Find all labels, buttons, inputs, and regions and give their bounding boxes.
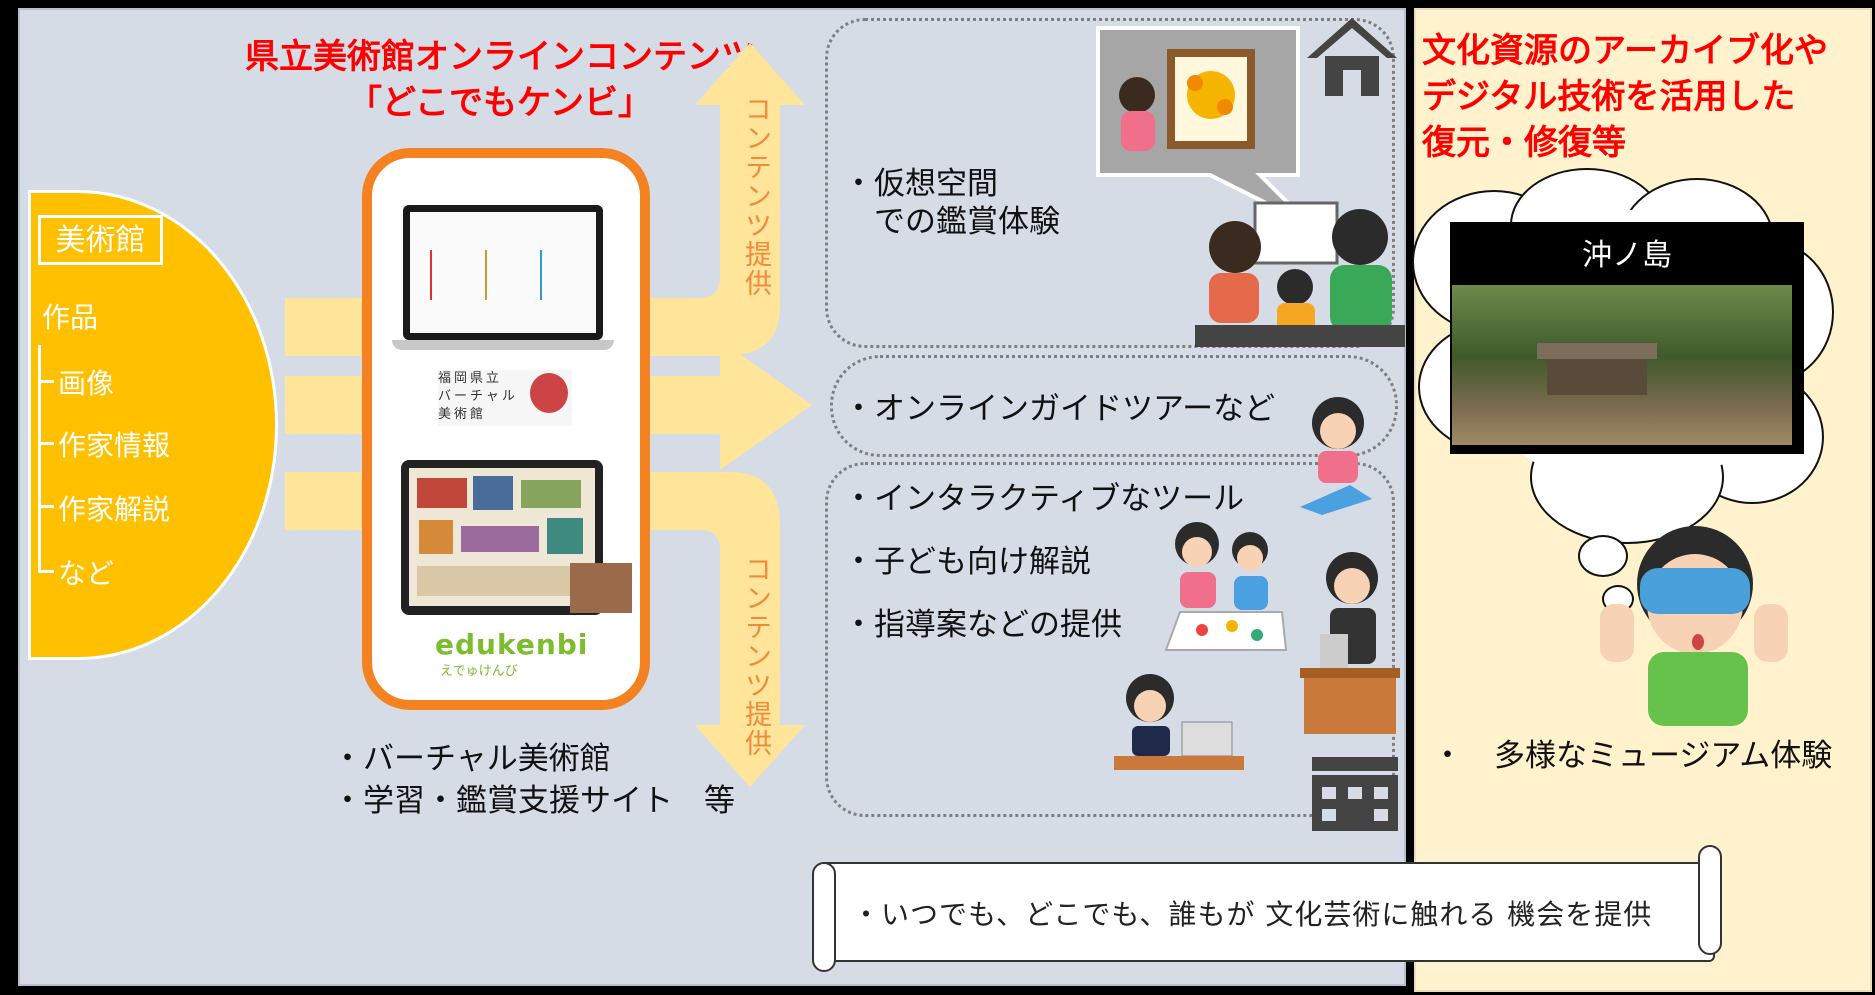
flow-arrows xyxy=(650,43,812,787)
banner-text: ・いつでも、どこでも、誰もが 文化芸術に触れる 機会を提供 xyxy=(852,898,1653,931)
logo-emblem-icon xyxy=(530,373,568,413)
flow-label-top: コンテンツ提供 xyxy=(740,95,771,298)
okinoshima-photo xyxy=(1452,285,1792,445)
home-box xyxy=(825,18,1395,348)
right-title-line2: デジタル技術を活用した xyxy=(1422,77,1796,117)
museum-item-etc: など xyxy=(58,557,115,590)
home-text-line2: での鑑賞体験 xyxy=(843,204,1060,240)
vr-headset-person-icon xyxy=(1600,526,1788,726)
tour-box xyxy=(830,355,1398,457)
museum-item-artist-info: 作家情報 xyxy=(58,429,171,462)
speech-bubble-icon xyxy=(1096,26,1312,227)
school-item-interactive-tools: ・インタラクティブなツール xyxy=(843,481,1245,517)
museum-tree-branch xyxy=(38,380,54,383)
experience-text: ・ 多様なミュージアム体験 xyxy=(1432,738,1833,774)
logo-line2: バーチャル xyxy=(438,389,518,404)
tour-text: ・オンラインガイドツアーなど xyxy=(843,391,1276,427)
photo-caption: 沖ノ島 xyxy=(1582,238,1672,273)
house-icon xyxy=(1307,18,1397,96)
laptop-base xyxy=(392,340,614,350)
children-activity-icon xyxy=(1164,522,1287,651)
main-title-line2: 「どこでもケンビ」 xyxy=(348,83,652,123)
museum-label: 美術館 xyxy=(38,215,163,265)
scroll-roll-right xyxy=(1698,845,1722,955)
school-building-icon xyxy=(1312,757,1398,831)
logo-line1: 福岡県立 xyxy=(438,371,503,386)
museum-tree-branch xyxy=(38,505,54,508)
banner-scroll xyxy=(820,862,1715,962)
museum-tree-line xyxy=(38,345,41,573)
tablet-screen xyxy=(409,468,595,606)
student-laptop-icon xyxy=(1114,674,1244,770)
flow-label-bottom: コンテンツ提供 xyxy=(740,555,771,758)
museum-tree-branch xyxy=(38,570,54,573)
museum-item-images: 画像 xyxy=(58,367,115,400)
laptop-screen xyxy=(410,212,596,333)
museum-tree-branch xyxy=(38,442,54,445)
right-title-line1: 文化資源のアーカイブ化や xyxy=(1422,31,1828,71)
product-learning-site: ・学習・鑑賞支援サイト 等 xyxy=(332,783,735,819)
museum-item-works: 作品 xyxy=(42,301,99,334)
app-logo-sub: えでゅけんび xyxy=(440,664,518,679)
main-title: 県立美術館オンラインコンテンツ 「どこでもケンビ」 xyxy=(220,34,780,126)
scroll-roll-left xyxy=(812,862,836,972)
right-title: 文化資源のアーカイブ化や デジタル技術を活用した 復元・修復等 xyxy=(1422,28,1828,166)
school-item-kids-commentary: ・子ども向け解説 xyxy=(843,544,1091,580)
girl-tablet-icon xyxy=(1300,397,1372,515)
main-title-line1: 県立美術館オンラインコンテンツ xyxy=(245,37,755,77)
product-virtual-museum: ・バーチャル美術館 xyxy=(332,741,611,777)
right-title-line3: 復元・修復等 xyxy=(1422,123,1626,163)
logo-line3: 美術館 xyxy=(438,407,487,422)
teacher-icon xyxy=(1300,552,1400,734)
school-box xyxy=(825,462,1395,817)
family-watching-icon xyxy=(1195,201,1405,347)
school-item-teaching-plans: ・指導案などの提供 xyxy=(843,607,1122,643)
app-logo: edukenbi xyxy=(435,628,589,661)
museum-item-artist-commentary: 作家解説 xyxy=(58,493,171,526)
easel-icon xyxy=(570,563,632,613)
home-text-line1: ・仮想空間 xyxy=(843,166,998,202)
